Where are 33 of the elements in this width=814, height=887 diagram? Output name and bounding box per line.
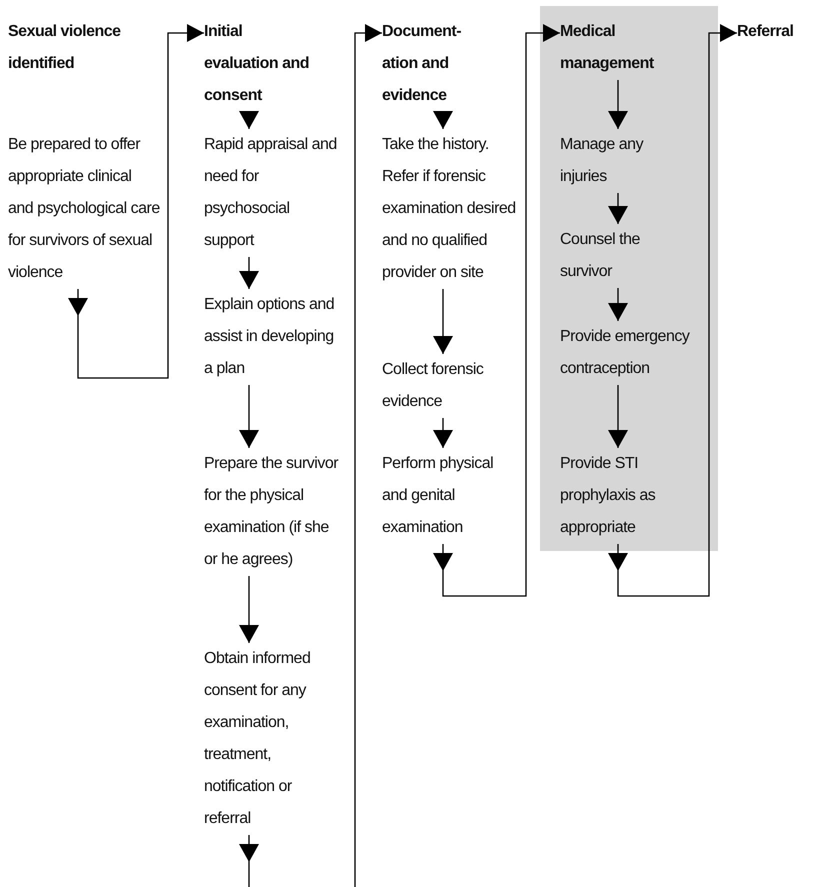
step-text: Manage any injuries [560, 129, 680, 193]
step-text: Provide STI prophylaxis as appropriate [560, 448, 690, 544]
arrow [433, 418, 453, 448]
step-text: Prepare the survivor for the physical examination (if she or he agrees) [204, 448, 344, 576]
arrow [433, 289, 453, 354]
connector-arrow [68, 24, 204, 379]
connector-arrow [433, 24, 560, 597]
stage-heading: Sexual violence identified [8, 16, 166, 80]
step-text: Rapid appraisal and need for psychosocial support [204, 129, 340, 257]
arrow [608, 385, 628, 448]
arrow [608, 288, 628, 321]
step-text: Counsel the survivor [560, 224, 670, 288]
arrow [239, 257, 259, 289]
connector-arrow [608, 24, 737, 597]
stage-heading: Medical management [560, 16, 690, 80]
highlight-band [540, 6, 718, 551]
connector-arrow [239, 24, 382, 887]
step-text: Take the history. Refer if forensic examination desired and no qualified provider on site [382, 129, 522, 289]
arrow [608, 80, 628, 129]
step-text: Perform physical and genital examination [382, 448, 520, 544]
arrow [239, 576, 259, 643]
step-text: Be prepared to offer appropriate clinical and psychological care for survivors of sexual violence [8, 129, 160, 289]
stage-heading: Initial evaluation and consent [204, 16, 316, 112]
arrow [608, 193, 628, 224]
arrow [433, 111, 453, 129]
step-text: Obtain informed consent for any examination, treatment, notification or referral [204, 643, 340, 835]
arrow [239, 385, 259, 448]
stage-heading: Document-ation and evidence [382, 16, 492, 112]
arrow [239, 111, 259, 129]
step-text: Provide emergency contraception [560, 321, 690, 385]
stage-heading: Referral [737, 16, 814, 48]
step-text: Explain options and assist in developing a plan [204, 289, 340, 385]
step-text: Collect forensic evidence [382, 354, 518, 418]
